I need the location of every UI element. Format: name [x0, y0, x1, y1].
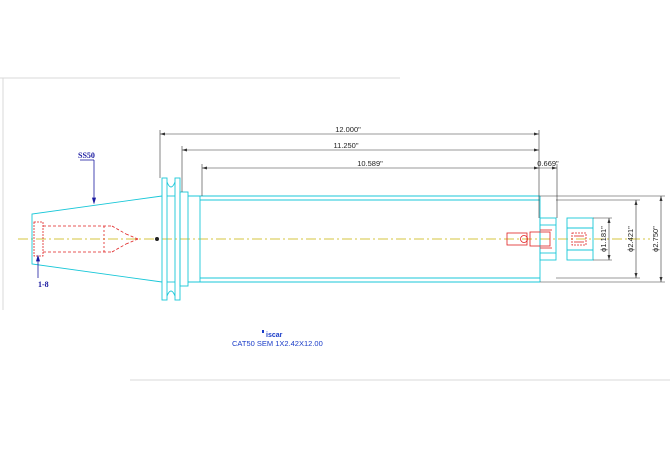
- logo-text: iscar: [266, 332, 283, 339]
- dim-gage-length: 11.250": [333, 141, 358, 150]
- dim-diameter-1: ϕ1.181": [599, 226, 608, 252]
- sheet-border: [0, 77, 670, 381]
- hidden-features: [33, 221, 587, 257]
- dimension-arrows: [160, 132, 663, 282]
- gauge-point: [155, 237, 159, 241]
- logo: iscar: [262, 330, 283, 339]
- dim-diameter-3: ϕ2.750": [651, 226, 660, 252]
- dim-overall-length: 12.000": [335, 125, 361, 134]
- callout-taper: SS50: [78, 151, 95, 160]
- callout-thread: 1-8: [38, 280, 49, 289]
- dim-bore-length: 10.589": [357, 159, 383, 168]
- tool-body: [31, 177, 594, 301]
- callout-leaders: [35, 159, 97, 278]
- dim-diameter-2: ϕ2.421": [626, 226, 635, 252]
- dim-tip-length: 0.669": [537, 159, 559, 168]
- part-description: CAT50 SEM 1X2.42X12.00: [232, 339, 323, 348]
- dimension-lines: [159, 130, 665, 283]
